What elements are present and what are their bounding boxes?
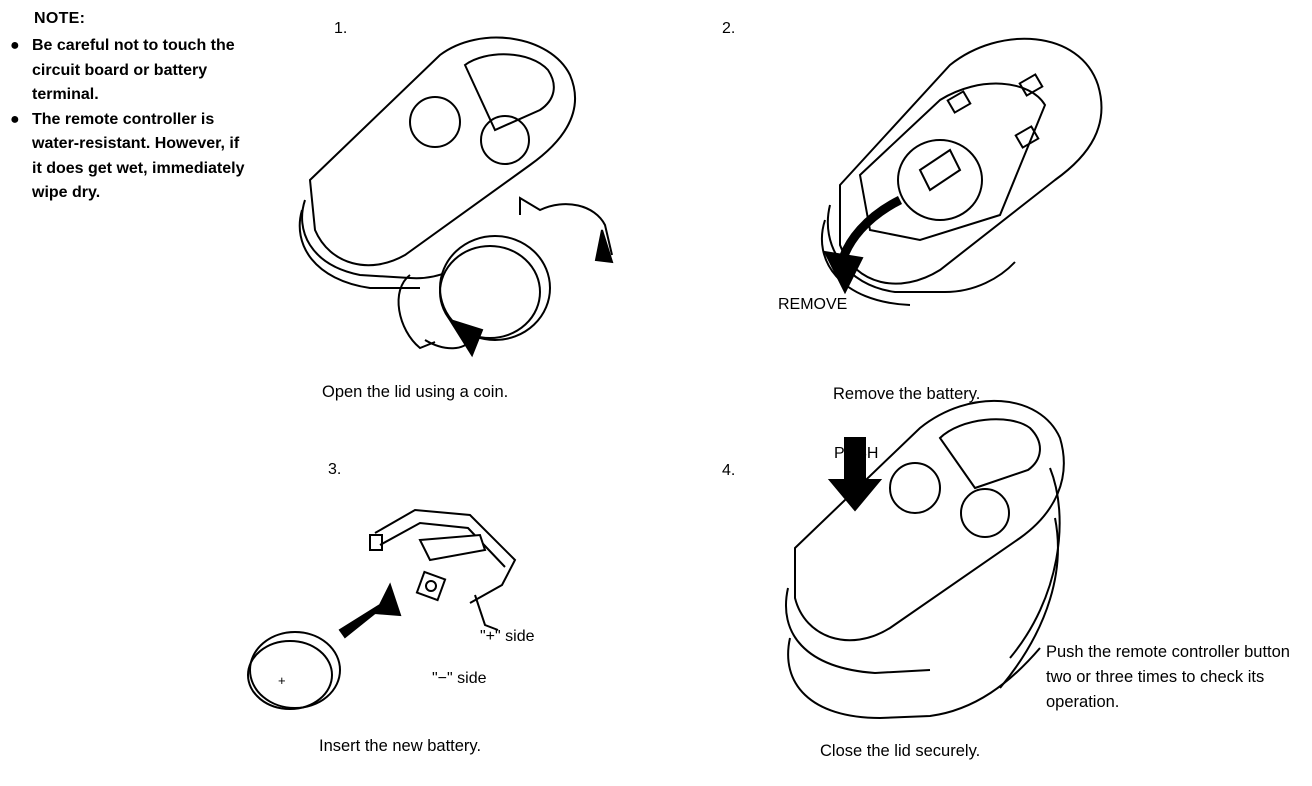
step-1-number: 1. bbox=[334, 20, 348, 37]
step-2-illustration bbox=[800, 30, 1120, 310]
remove-label: REMOVE bbox=[778, 296, 848, 313]
note-item-text: Be careful not to touch the circuit boar… bbox=[32, 37, 235, 103]
step-3-caption: Insert the new battery. bbox=[319, 737, 482, 755]
note-list: ● Be careful not to touch the circuit boa… bbox=[10, 34, 250, 206]
note-item: ● Be careful not to touch the circuit boa… bbox=[10, 34, 250, 108]
step-1-caption: Open the lid using a coin. bbox=[322, 383, 509, 401]
step-4-number: 4. bbox=[722, 462, 736, 479]
note-item-text: The remote controller is water-resistant… bbox=[32, 110, 245, 202]
bullet-icon: ● bbox=[10, 110, 20, 128]
bullet-icon: ● bbox=[10, 37, 20, 54]
step-4-caption: Close the lid securely. bbox=[820, 742, 981, 760]
step-3-number: 3. bbox=[328, 461, 342, 478]
minus-side-label: "−" side bbox=[432, 670, 487, 687]
push-label: PUSH bbox=[834, 445, 879, 462]
check-operation-note: Push the remote controller button two or… bbox=[1046, 643, 1290, 711]
step-2-number: 2. bbox=[722, 20, 736, 37]
svg-text:+: + bbox=[278, 673, 286, 688]
step-2-caption: Remove the battery. bbox=[833, 385, 981, 403]
note-title: NOTE: bbox=[34, 10, 86, 27]
step-4-illustration bbox=[780, 398, 1080, 728]
note-item: ● The remote controller is water-resistan… bbox=[10, 108, 250, 206]
step-1-illustration bbox=[290, 30, 630, 370]
step-3-illustration: + bbox=[240, 495, 540, 715]
plus-side-label: "+" side bbox=[480, 628, 535, 645]
